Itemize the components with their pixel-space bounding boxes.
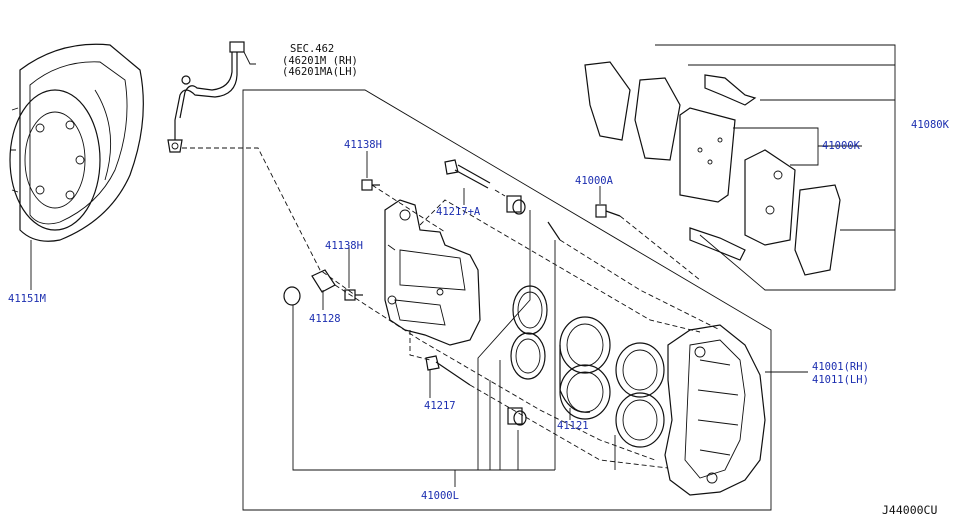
label-41001-rh[interactable]: 41001(RH) bbox=[812, 361, 869, 373]
label-41080k[interactable]: 41080K bbox=[911, 119, 950, 131]
dashed-lines bbox=[182, 147, 721, 469]
label-hose-rh: (46201M (RH) bbox=[282, 55, 358, 67]
label-41217a[interactable]: 41217+A bbox=[436, 206, 481, 218]
label-41000l[interactable]: 41000L bbox=[421, 490, 459, 502]
label-41121[interactable]: 41121 bbox=[557, 420, 589, 432]
brake-pads-drawing bbox=[584, 61, 841, 276]
label-41138h-mid[interactable]: 41138H bbox=[325, 240, 363, 252]
label-41000a[interactable]: 41000A bbox=[575, 175, 614, 187]
label-41000k[interactable]: 41000K bbox=[822, 140, 861, 152]
hardware-drawing bbox=[283, 159, 621, 426]
caliper-bracket-drawing bbox=[384, 199, 481, 346]
label-41151m[interactable]: 41151M bbox=[8, 293, 46, 305]
label-sec-ref: SEC.462 bbox=[290, 43, 334, 55]
brake-hose-drawing bbox=[167, 41, 245, 153]
label-41217[interactable]: 41217 bbox=[424, 400, 456, 412]
pad-kit-bracket bbox=[655, 44, 896, 291]
label-41128[interactable]: 41128 bbox=[309, 313, 341, 325]
label-41138h-top[interactable]: 41138H bbox=[344, 139, 382, 151]
pistons-drawing bbox=[510, 285, 665, 448]
dust-shield-drawing bbox=[9, 43, 144, 242]
label-hose-lh: (46201MA(LH) bbox=[282, 66, 358, 78]
leader-lines bbox=[30, 51, 862, 487]
label-41011-lh[interactable]: 41011(LH) bbox=[812, 374, 869, 386]
caliper-body-drawing bbox=[664, 324, 766, 496]
assembly-box bbox=[242, 89, 772, 511]
diagram-id: J44000CU bbox=[882, 503, 937, 517]
